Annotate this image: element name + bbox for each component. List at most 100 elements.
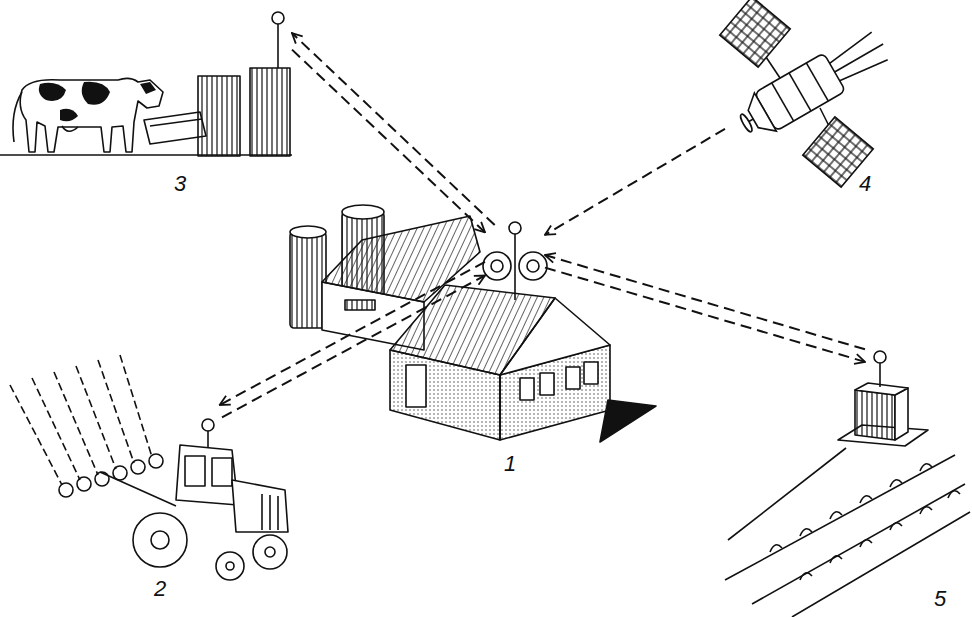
tractor-unit-part <box>149 454 163 468</box>
farmstead-part <box>499 375 501 440</box>
farmstead-part <box>483 252 511 280</box>
tractor-unit-part-part <box>98 360 134 463</box>
field-station-part <box>800 491 960 580</box>
radio-link <box>545 129 725 235</box>
tractor-unit-part <box>265 547 275 557</box>
tractor-unit-part <box>232 480 288 532</box>
satellite-part-part <box>806 63 828 101</box>
satellite-part-part <box>789 73 811 111</box>
farmstead-part <box>509 222 521 234</box>
farmstead-part <box>519 252 547 280</box>
field-station-part <box>855 383 908 395</box>
callout-number: 4 <box>859 171 871 197</box>
tractor-unit-part <box>261 494 263 530</box>
field-station-part <box>874 351 886 363</box>
radio-link <box>292 33 495 225</box>
farmstead-part <box>406 365 426 407</box>
tractor-unit-part <box>226 562 234 570</box>
tractor-unit-part-part <box>32 378 80 480</box>
tractor-unit <box>10 355 288 580</box>
livestock-unit-part <box>82 82 110 105</box>
farmstead-part <box>345 300 375 310</box>
radio-link <box>222 275 485 417</box>
tractor-unit-part <box>253 535 287 569</box>
callout-number: 3 <box>174 171 186 197</box>
livestock-unit <box>0 12 292 156</box>
livestock-unit-part <box>60 109 78 121</box>
field-station-part <box>855 390 895 440</box>
farmstead-part <box>491 260 503 272</box>
tractor-unit-part-part <box>10 385 62 485</box>
satellite-part-part <box>840 55 888 86</box>
tractor-unit-part <box>77 477 91 491</box>
field-station-part <box>879 363 881 387</box>
satellite-node: 4 <box>725 105 755 135</box>
tractor-unit-part <box>277 496 279 530</box>
livestock-unit-part <box>250 68 290 156</box>
tractor-unit-part <box>207 431 209 448</box>
farmstead-part <box>527 260 539 272</box>
farmstead-part <box>290 232 326 328</box>
livestock-unit-part <box>62 126 78 131</box>
satellite-part <box>733 25 894 144</box>
callout-number: 1 <box>504 451 516 477</box>
callout-number: 2 <box>154 576 166 602</box>
tractor-unit-part <box>133 513 187 567</box>
tractor-unit-part <box>151 531 169 549</box>
farmstead-part <box>520 378 534 400</box>
tractor-unit-part-part <box>76 366 116 469</box>
livestock-unit-part <box>272 12 284 24</box>
tractor-node: 2 <box>198 405 222 429</box>
livestock-unit-part <box>144 112 206 144</box>
radio-link <box>292 50 485 233</box>
tractor-unit-part <box>269 495 271 530</box>
tractor-unit-part <box>216 552 244 580</box>
livestock-unit-part <box>198 76 240 156</box>
satellite-part-part <box>827 32 875 63</box>
tractor-unit-part <box>59 483 73 497</box>
farmstead-part <box>390 285 555 375</box>
tractor-unit-part-part <box>54 372 98 475</box>
farmstead-part <box>540 373 554 395</box>
livestock-node: 3 <box>268 10 292 50</box>
livestock-unit-part <box>277 24 279 68</box>
tractor-unit-part <box>212 458 232 486</box>
field-station-part <box>770 464 932 552</box>
field-station-part <box>752 484 965 604</box>
farmstead-part <box>342 205 384 219</box>
field-station-part <box>728 448 846 540</box>
satellite-part-part <box>835 44 883 72</box>
tractor-unit-part <box>176 445 238 505</box>
field-station-node: 5 <box>865 345 895 375</box>
radio-link <box>220 262 485 405</box>
satellite-part-part <box>742 93 776 138</box>
farmstead-part <box>566 367 580 389</box>
field-station-part <box>792 512 970 617</box>
callout-number: 5 <box>934 586 946 612</box>
livestock-unit-part <box>13 92 22 142</box>
livestock-unit-part <box>39 83 66 101</box>
tractor-unit-part <box>185 456 205 486</box>
farmstead-hub: 1 <box>485 225 545 280</box>
farmstead-part <box>514 234 516 300</box>
field-station-part <box>895 388 908 440</box>
tractor-unit-part <box>100 472 176 506</box>
livestock-unit-part <box>150 119 202 126</box>
farmstead-part <box>584 362 598 384</box>
livestock-unit-part <box>20 78 163 152</box>
livestock-unit-part <box>0 154 292 156</box>
satellite-part-part <box>772 83 794 121</box>
tractor-unit-part <box>10 355 152 485</box>
farmstead-part <box>290 226 326 238</box>
farmstead <box>290 205 656 442</box>
tractor-unit-part <box>131 460 145 474</box>
satellite-part <box>720 0 790 67</box>
satellite-part-part <box>739 113 754 133</box>
tractor-unit-part-part <box>120 355 152 457</box>
livestock-unit-part <box>140 82 156 94</box>
field-station-part <box>725 455 955 580</box>
